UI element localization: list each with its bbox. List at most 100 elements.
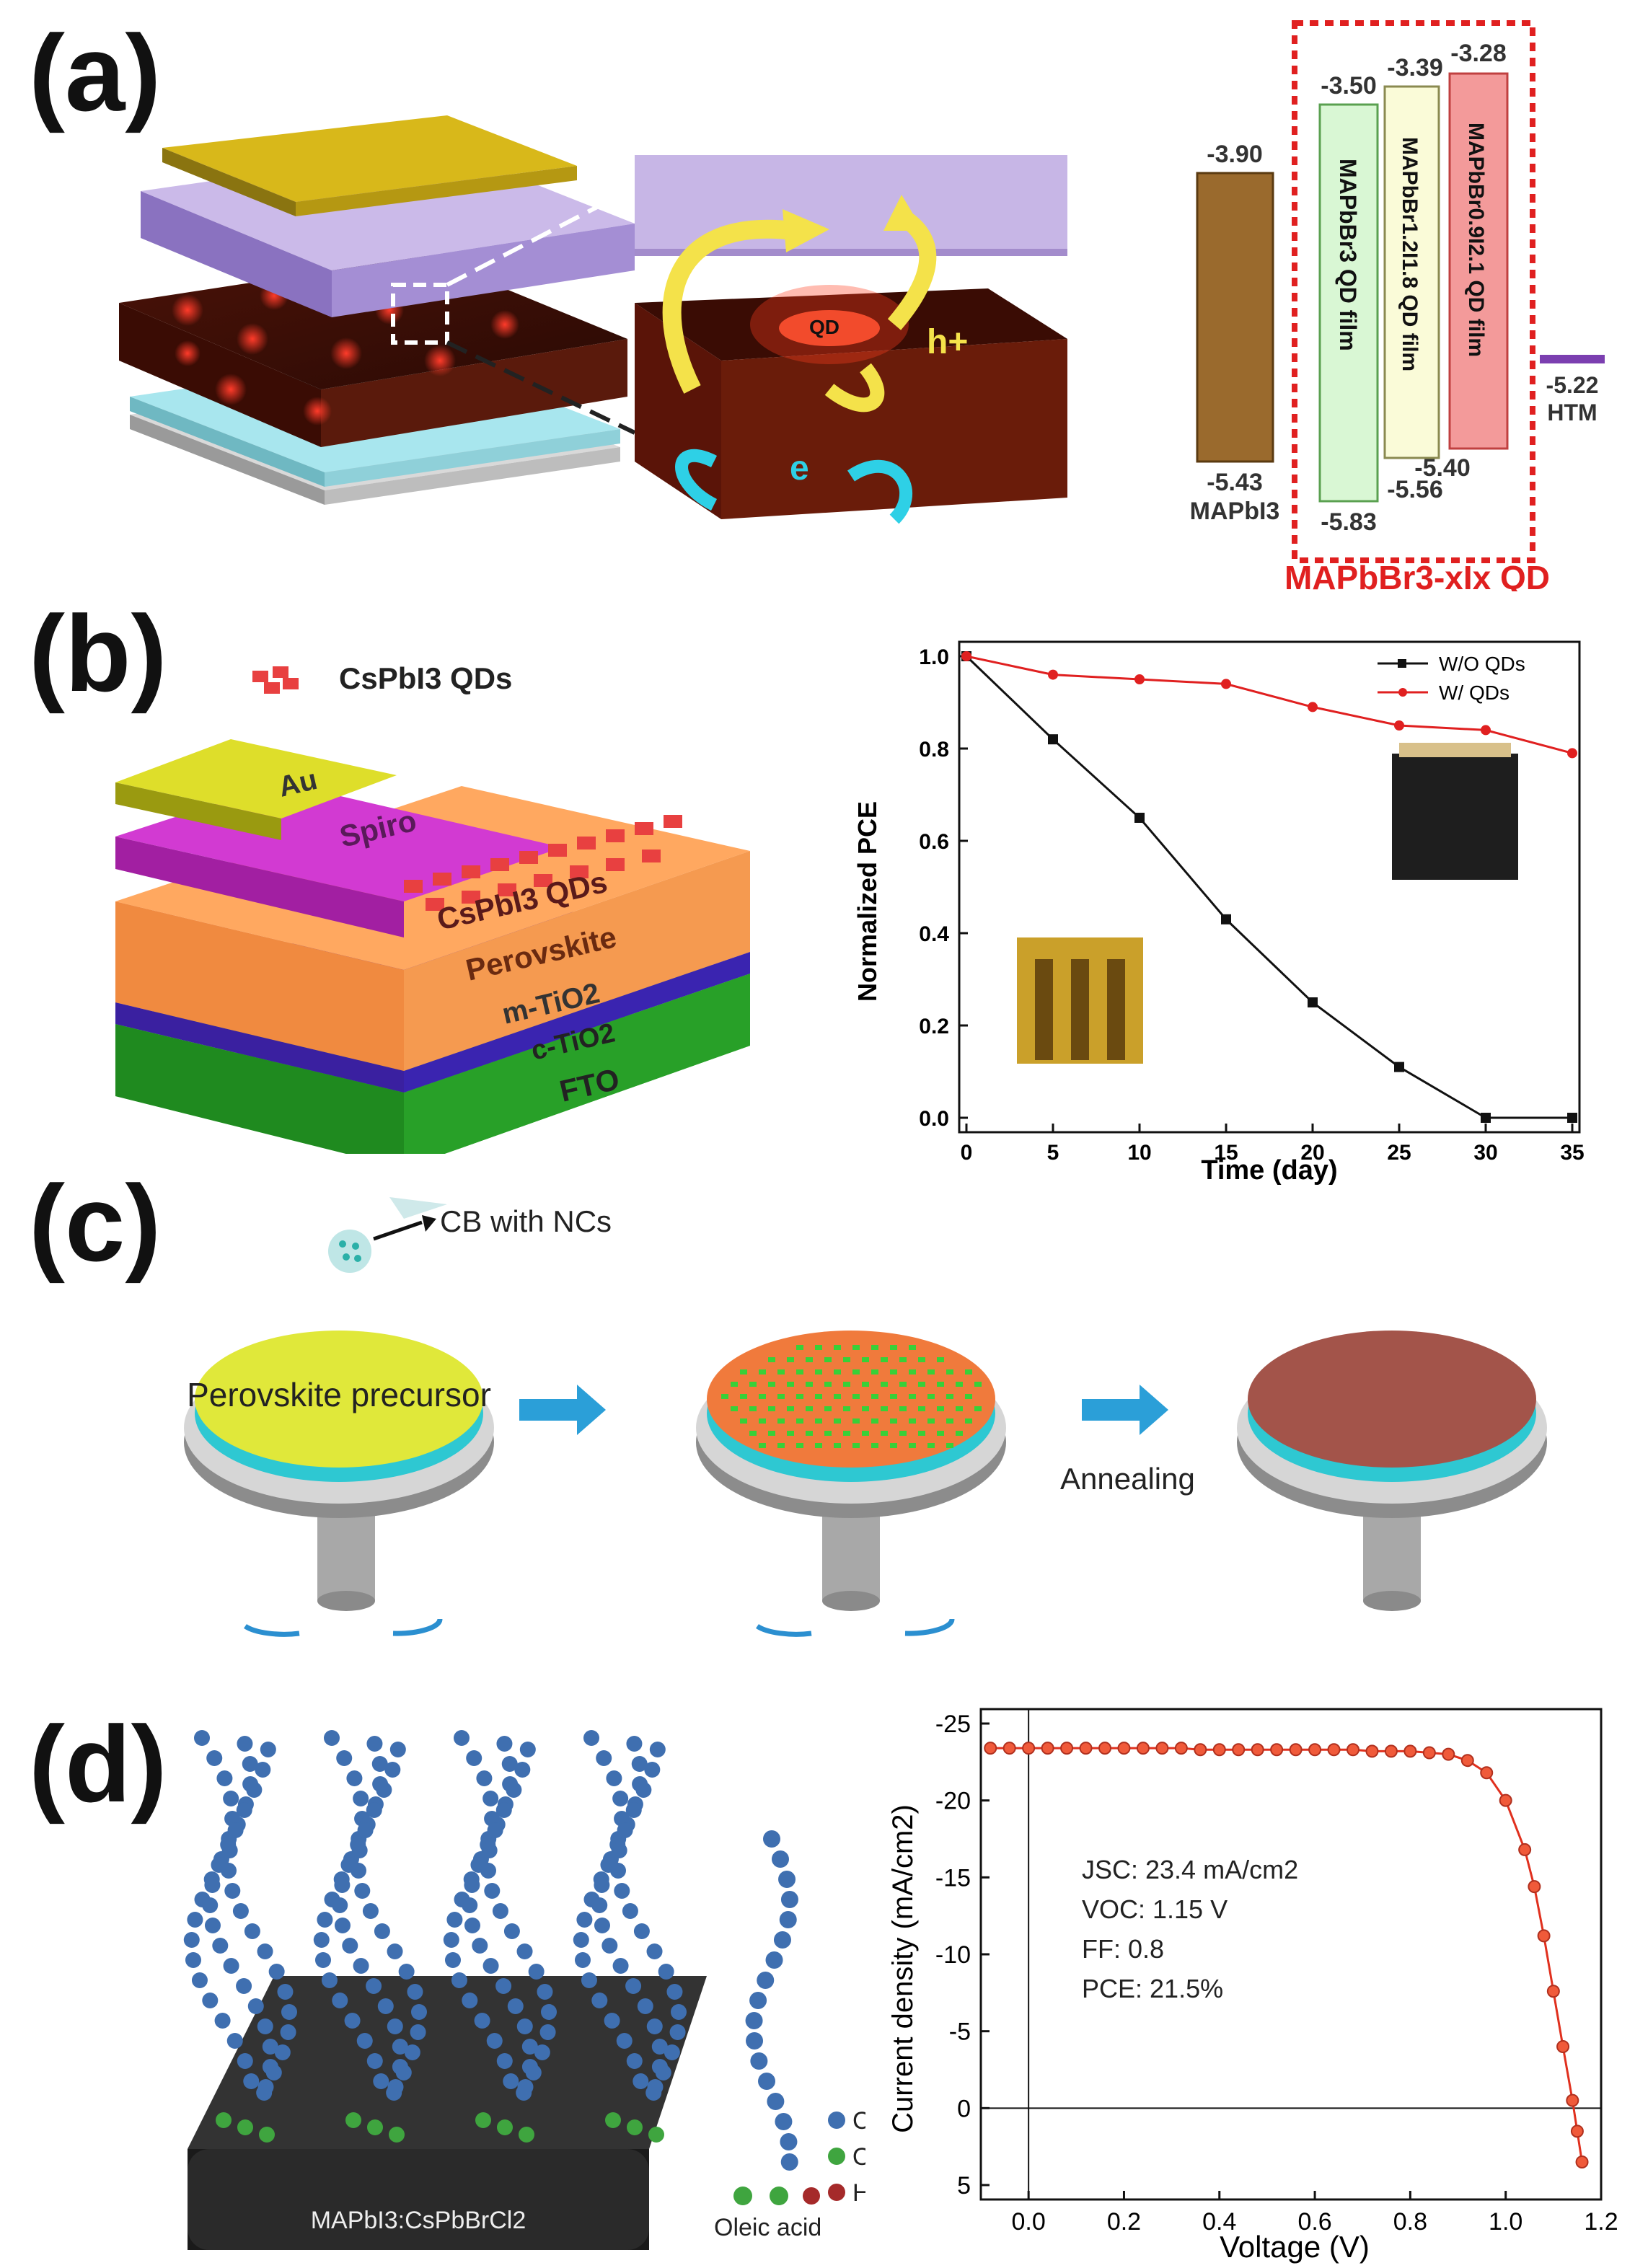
level-top-mapbbr3: -3.50 [1321, 72, 1377, 100]
level-bottom-mapbbr12i18: -5.56 [1387, 476, 1443, 503]
data-point [984, 1742, 997, 1755]
data-point [1041, 1742, 1054, 1755]
legend-c: C [852, 2107, 865, 2135]
energy-bar-mapbbr3 [1318, 103, 1379, 503]
level-name-mapbbr12i18: MAPbBr1.2I1.8 QD film [1398, 137, 1422, 371]
hole-label: h+ [927, 323, 968, 361]
energy-bar-htm [1540, 355, 1605, 363]
legend-o: O [852, 2143, 865, 2171]
arrow-icon [1082, 1385, 1168, 1435]
data-point [1394, 720, 1404, 731]
level-name-mapbbr3: MAPbBr3 QD film [1335, 159, 1361, 351]
spinner-1: Perovskite precursor [184, 1331, 494, 1637]
x-tick-label: 0.2 [1107, 2208, 1141, 2236]
data-point [1556, 2040, 1570, 2053]
data-point [1365, 1744, 1379, 1758]
data-point [1270, 1743, 1284, 1757]
param-jsc: JSC: 23.4 mA/cm2 [1082, 1855, 1298, 1884]
data-point [1079, 1742, 1093, 1755]
x-tick-label: 0.6 [1297, 2208, 1331, 2236]
molecule-label: Oleic acid [714, 2214, 821, 2241]
data-point [1403, 1744, 1417, 1758]
legend-label: W/O QDs [1439, 653, 1525, 675]
data-point [1308, 1743, 1322, 1757]
data-point [1251, 1743, 1264, 1757]
level-name-mapbbr09i21: MAPbBr0.9I2.1 QD film [1464, 123, 1488, 357]
level-bottom-mapbbr09i21: -5.40 [1414, 454, 1471, 482]
data-point [1134, 674, 1145, 684]
data-point [1327, 1743, 1341, 1757]
data-point [1481, 1113, 1491, 1123]
level-top-mapbbr09i21: -3.28 [1450, 40, 1507, 67]
data-point [1048, 669, 1058, 680]
x-tick-label: 25 [1387, 1141, 1411, 1165]
y-tick-label: -20 [935, 1788, 971, 1815]
level-top-mapbi3: -3.90 [1207, 141, 1263, 168]
panel-label-d: (d) [29, 1703, 167, 1824]
data-point [1136, 1742, 1150, 1755]
data-point [1460, 1754, 1474, 1768]
y-tick-label: 0.8 [919, 738, 949, 762]
x-tick-label: 0.8 [1393, 2208, 1427, 2236]
electron-label: e [790, 449, 809, 487]
x-tick-label: 30 [1473, 1141, 1497, 1165]
annealing-label: Annealing [1060, 1462, 1195, 1496]
device-stack [119, 115, 636, 505]
data-point [1221, 679, 1231, 689]
level-name-htm: HTM [1547, 400, 1597, 425]
data-point [1567, 748, 1577, 759]
qd-group-label: MAPbBr3-xIx QD [1284, 559, 1550, 591]
data-point [1134, 813, 1145, 823]
series-line [965, 655, 1572, 1119]
spinner-2 [696, 1331, 1006, 1637]
y-tick-label: -10 [935, 1941, 971, 1969]
data-point [1308, 702, 1318, 712]
y-tick-label: 1.0 [919, 645, 949, 669]
spinner-3 [1237, 1331, 1547, 1611]
panel-label-c: (c) [29, 1162, 162, 1284]
energy-level-diagram: -3.90 -5.43 MAPbI3 -3.50 -5.83 MAPbBr3 Q… [1190, 20, 1605, 591]
x-tick-label: 10 [1127, 1141, 1151, 1165]
data-point [1060, 1742, 1074, 1755]
legend-label: W/ QDs [1439, 681, 1510, 704]
data-point [1117, 1742, 1131, 1755]
legend-marker [1398, 688, 1407, 697]
data-point [1566, 2093, 1579, 2107]
qd-label: QD [809, 316, 839, 338]
x-tick-label: 15 [1214, 1141, 1238, 1165]
data-point [1575, 2156, 1589, 2168]
data-point [1002, 1742, 1016, 1755]
data-point [1347, 1743, 1359, 1757]
data-point [1442, 1747, 1455, 1761]
y-tick-label: 0.2 [919, 1015, 949, 1038]
arrow-icon [519, 1385, 606, 1435]
y-tick-label: -5 [949, 2018, 971, 2046]
param-ff: FF: 0.8 [1082, 1934, 1164, 1964]
data-point [1022, 1742, 1036, 1755]
zoomed-qd-block: QD h+ e [635, 155, 1067, 524]
dropper-label: CB with NCs [440, 1204, 612, 1238]
data-point [1480, 1766, 1494, 1780]
panel-d-molecules: MAPbI3:CsPbBrCl2 Oleic acid C O H [183, 1730, 865, 2250]
data-point [1221, 914, 1231, 925]
energy-bar-mapbbr12i18 [1383, 85, 1440, 459]
droplet-icon [328, 1230, 371, 1273]
x-tick-label: 5 [1047, 1141, 1059, 1165]
data-point [1174, 1742, 1188, 1755]
level-name-mapbi3: MAPbI3 [1190, 498, 1280, 525]
y-tick-label: 0.4 [919, 922, 949, 946]
y-axis-label: Current density (mA/cm2) [887, 1804, 919, 2133]
x-tick-label: 1.0 [1489, 2208, 1522, 2236]
data-point [1155, 1742, 1169, 1755]
level-top-mapbbr12i18: -3.39 [1387, 54, 1443, 81]
data-point [1546, 1985, 1560, 1998]
y-tick-label: -25 [935, 1711, 971, 1738]
x-tick-label: 0.4 [1202, 2208, 1236, 2236]
data-point [1528, 1880, 1541, 1894]
data-point [1499, 1793, 1512, 1807]
data-point [1194, 1743, 1207, 1757]
x-tick-label: 1.2 [1584, 2208, 1618, 2236]
x-tick-label: 0.0 [1012, 2208, 1046, 2236]
data-point [1232, 1743, 1246, 1757]
